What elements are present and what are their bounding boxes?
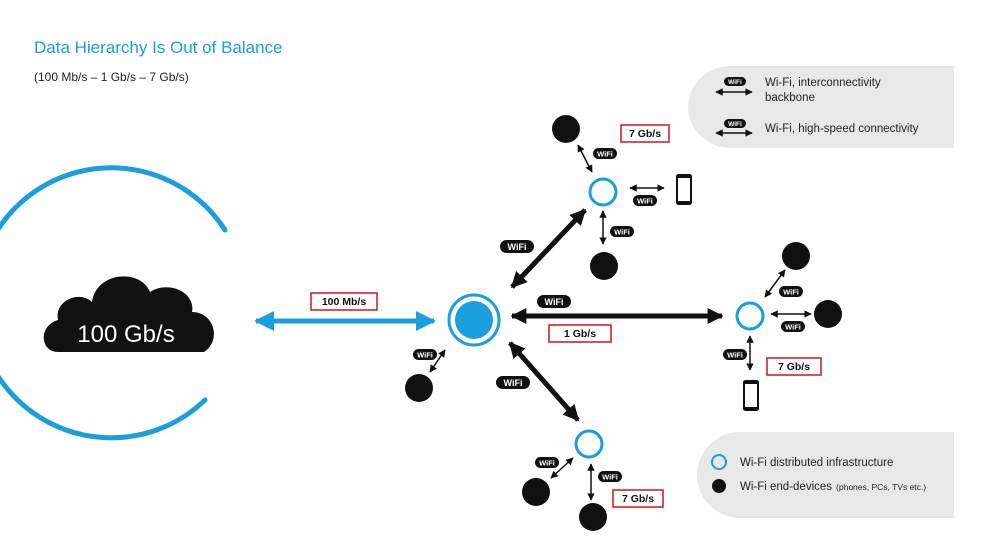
svg-text:WiFi: WiFi (637, 197, 653, 206)
svg-text:WiFi: WiFi (417, 351, 433, 360)
end-device-right-1 (782, 242, 810, 270)
backbone-rate-label: 1 Gb/s (564, 328, 596, 340)
svg-text:WiFi: WiFi (602, 473, 618, 482)
legend-infrastructure-label: Wi-Fi distributed infrastructure (740, 457, 893, 469)
backbone-arrow-top (510, 208, 587, 289)
right-node-rate-label: 7 Gb/s (778, 361, 810, 373)
access-point-top (588, 177, 618, 207)
svg-text:WiFi: WiFi (785, 323, 801, 332)
svg-text:WiFi: WiFi (727, 351, 743, 360)
wifi-badge-backbone-bottom: WiFi (496, 376, 530, 389)
legend-infrastructure-icon (711, 454, 727, 470)
backbone-arrow-bottom (508, 341, 580, 422)
end-device-top-2 (590, 252, 618, 280)
svg-text:WiFi: WiFi (504, 378, 523, 388)
cloud-icon (43, 276, 214, 352)
end-device-top-1 (552, 115, 580, 143)
wifi-badge-top-3: WiFi (610, 226, 634, 237)
wifi-badge-right-3: WiFi (723, 349, 747, 360)
wifi-badge-top-1: WiFi (593, 148, 617, 159)
wifi-badge-hub-device: WiFi (413, 349, 437, 360)
hub-ring (447, 293, 501, 347)
wifi-badge-bottom-2: WiFi (598, 471, 622, 482)
uplink-rate-label: 100 Mb/s (322, 296, 367, 308)
page-subtitle: (100 Mb/s – 1 Gb/s – 7 Gb/s) (34, 70, 189, 84)
wifi-badge-top-2: WiFi (633, 195, 657, 206)
wifi-badge-backbone-top: WiFi (500, 240, 534, 253)
bottom-node-rate-label: 7 Gb/s (622, 493, 654, 505)
end-device-hub (405, 374, 433, 402)
cloud-label: 100 Gb/s (77, 321, 174, 348)
wifi-badge-bottom-1: WiFi (535, 457, 559, 468)
cloud-ring (0, 165, 228, 441)
wifi-badge-right-2: WiFi (781, 321, 805, 332)
end-device-bottom-2 (579, 503, 607, 531)
svg-text:WiFi: WiFi (508, 242, 527, 252)
access-point-right (735, 301, 765, 331)
svg-text:WiFi: WiFi (783, 288, 799, 297)
end-device-bottom-1 (522, 478, 550, 506)
hub-core (455, 301, 493, 339)
page-title: Data Hierarchy Is Out of Balance (34, 38, 283, 57)
end-device-right-2 (814, 300, 842, 328)
svg-text:WiFi: WiFi (728, 79, 742, 86)
access-point-bottom (574, 429, 604, 459)
svg-text:WiFi: WiFi (545, 297, 564, 307)
svg-text:WiFi: WiFi (597, 150, 613, 159)
wifi-badge-backbone-right: WiFi (537, 295, 571, 308)
wifi-badge-right-1: WiFi (779, 286, 803, 297)
legend-end-device-label: Wi-Fi end-devices(phones, PCs, TVs etc.) (740, 481, 926, 493)
phone-icon-top (676, 174, 692, 205)
legend-interconnect-icon: WiFi (715, 77, 753, 96)
legend-end-device-icon (712, 479, 726, 493)
legend-bottom-panel (697, 432, 954, 518)
legend-highspeed-label: Wi-Fi, high-speed connectivity (765, 123, 919, 135)
hub-device-arrow (429, 349, 446, 373)
svg-text:WiFi: WiFi (614, 228, 630, 237)
legend-interconnect-label: Wi-Fi, interconnectivity (765, 77, 881, 89)
legend-highspeed-icon: WiFi (715, 119, 753, 137)
svg-text:WiFi: WiFi (539, 459, 555, 468)
top-node-rate-label: 7 Gb/s (629, 128, 661, 140)
phone-icon-right (743, 380, 759, 411)
svg-text:WiFi: WiFi (728, 121, 742, 128)
legend-top-panel (688, 66, 954, 148)
legend-interconnect-label-line2: backbone (765, 92, 815, 104)
